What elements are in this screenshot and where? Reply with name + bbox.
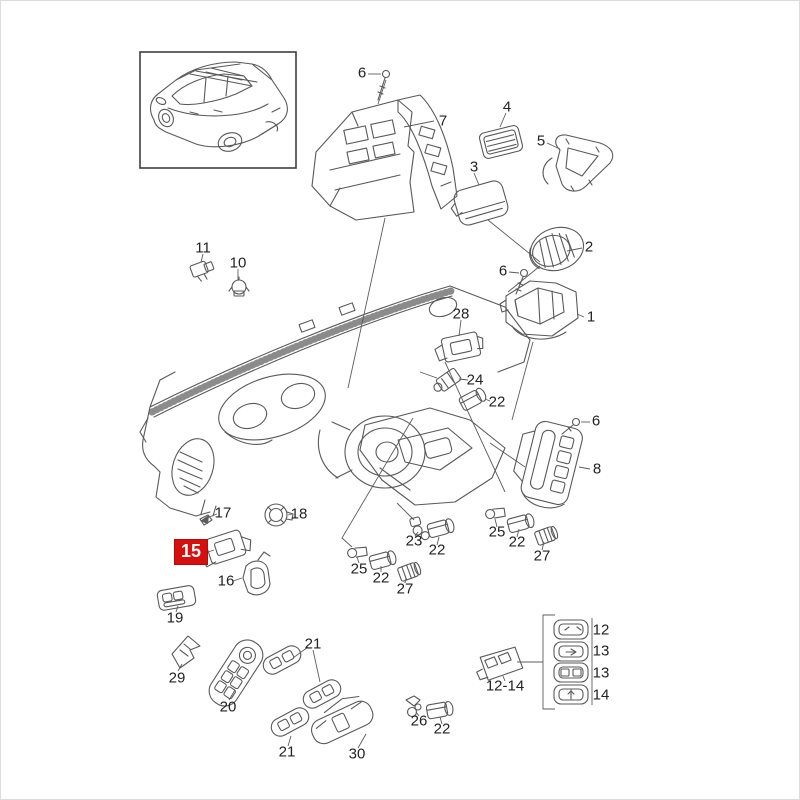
part-label-24: 24 [466,371,484,389]
part-label-12: 12 [592,621,610,639]
part-label-13: 13 [592,642,610,660]
part-4-drawing [478,125,524,159]
part-22-drawing-left-group [368,550,397,571]
part-label-6: 6 [591,412,601,430]
part-5-drawing [542,134,614,192]
part-21-drawing-a [262,645,302,675]
part-label-21: 21 [278,743,296,761]
part-label-20: 20 [219,698,237,716]
part-27-drawing-right [534,525,559,546]
part-label-14: 14 [592,686,610,704]
part-label-3: 3 [469,158,479,176]
part-label-28: 28 [452,305,470,323]
part-label-21: 21 [304,635,322,653]
part-label-5: 5 [536,132,546,150]
part-label-25: 25 [488,523,506,541]
part-label-25: 25 [350,560,368,578]
part-label-22: 22 [508,533,526,551]
part-label-10: 10 [229,254,247,272]
part-label-15-highlighted: 15 [174,540,208,564]
part-label-29: 29 [168,669,186,687]
part-13-switch-drawing-b [553,662,589,683]
part-21-drawing-c [270,707,310,737]
part-label-2: 2 [584,238,594,256]
part-label-6: 6 [357,64,367,82]
part-label-26: 26 [410,712,428,730]
part-22-drawing-right-group [506,513,535,534]
dashboard-assembly-drawing [139,285,531,517]
part-13-switch-drawing-a [553,641,589,662]
part-label-1: 1 [586,308,596,326]
part-label-4: 4 [502,98,512,116]
part-label-22: 22 [488,393,506,411]
part-label-27: 27 [396,580,414,598]
part-label-16: 16 [217,572,235,590]
part-18-drawing [264,503,294,527]
part-14-switch-drawing [553,684,589,705]
part-label-7: 7 [438,112,448,130]
part-12-14-assembly-drawing [476,646,524,681]
part-16-drawing [242,551,271,596]
part-8-drawing [513,420,583,509]
part-label-6: 6 [498,262,508,280]
part-11-drawing [189,260,215,282]
part-25-drawing-left [347,546,368,559]
part-19-drawing [156,585,197,611]
part-22-drawing-bottom [425,700,454,720]
part-10-drawing [228,276,250,297]
part-label-22: 22 [372,569,390,587]
part-7-drawing [311,94,458,221]
part-22-drawing-center [458,387,487,411]
part-22-drawing-near-23 [426,518,455,539]
part-label-19: 19 [166,609,184,627]
part-label-30: 30 [348,745,366,763]
vehicle-inset-box [139,51,297,169]
part-26-drawing [405,695,422,718]
part-label-22: 22 [433,720,451,738]
part-label-18: 18 [290,505,308,523]
part-label-13: 13 [592,664,610,682]
screw-6-lower-drawing [561,417,581,435]
vehicle-inset-drawing [149,61,288,152]
part-label-23: 23 [405,532,423,550]
part-label-8: 8 [592,460,602,478]
group-bracket-12-14 [517,614,593,710]
part-21-drawing-b [302,679,342,709]
part-1-drawing [499,280,579,340]
part-25-drawing-right [485,507,506,520]
part-label-27: 27 [533,547,551,565]
screw-6-top-drawing [377,69,391,101]
part-12-switch-drawing [553,619,589,640]
leader-lines [175,73,591,749]
part-label-17: 17 [214,504,232,522]
part-label-22: 22 [428,541,446,559]
part-3-drawing [450,180,509,226]
part-label-12-14: 12-14 [485,677,525,695]
part-28-drawing [434,331,484,363]
part-30-drawing [310,695,374,745]
part-17-arrow [200,513,218,524]
part-20-drawing [208,639,264,707]
part-24-drawing [433,367,462,392]
part-27-drawing-left [397,561,422,582]
part-label-11: 11 [195,239,211,257]
part-17-drawing [199,514,213,526]
